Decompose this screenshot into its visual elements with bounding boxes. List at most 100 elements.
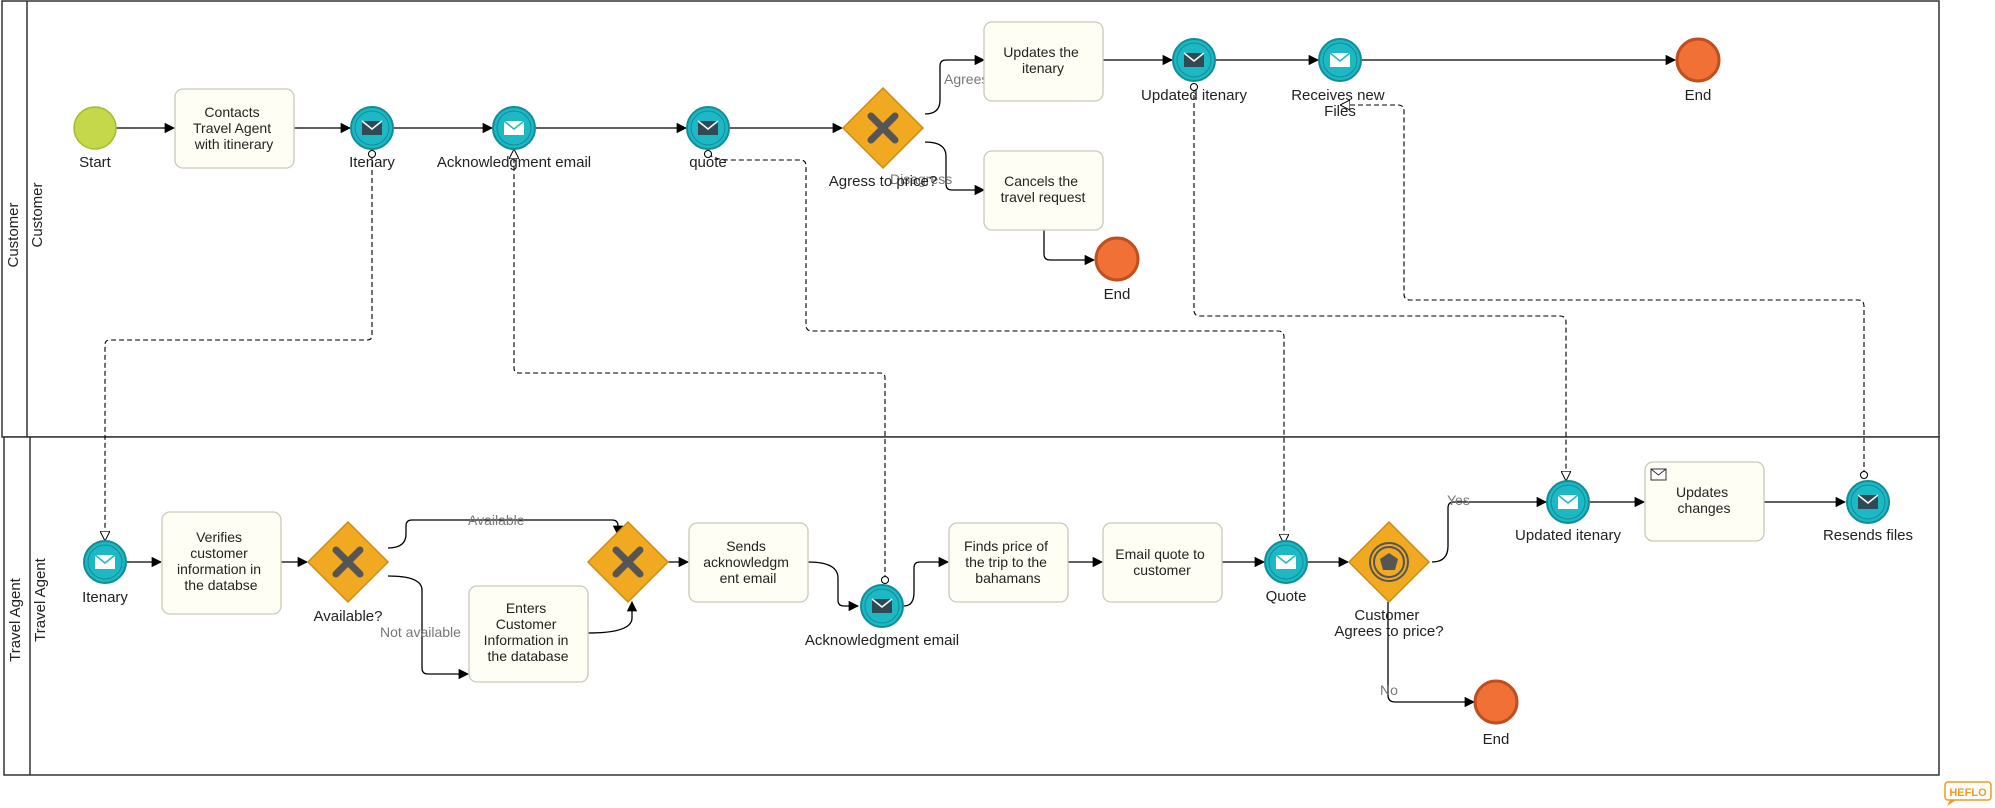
gateway-agrees-to-price-label: Agress to price? <box>829 173 937 190</box>
gateway-available[interactable]: Available? <box>306 520 390 625</box>
task-contacts-line-2: Travel Agent <box>193 120 271 136</box>
task-contacts-travel-agent[interactable]: Contacts Travel Agent with itinerary <box>174 88 295 169</box>
task-enters-customer-information[interactable]: Enters Customer Information in the datab… <box>468 585 589 683</box>
gateway-merge[interactable] <box>586 520 670 604</box>
task-finds-price-line-1: Finds price of <box>964 538 1048 554</box>
svg-text:Cancels the travel reque: Cancels the travel request <box>1001 173 1086 205</box>
task-email-quote-line-1: Email quote to <box>1115 546 1205 562</box>
task-enters-line-1: Enters <box>506 600 546 616</box>
message-flow-resends-files <box>1341 105 1864 475</box>
pool-travel-agent-name: Travel Agent <box>7 577 24 661</box>
envelope-icon <box>871 598 893 613</box>
flow-label-available: Available <box>468 512 525 528</box>
message-event-updated-itenary-agent[interactable]: Updated itenary <box>1515 480 1621 544</box>
message-event-quote[interactable]: quote <box>686 106 730 171</box>
flow-labels: Agrees Disagress Available Not available… <box>380 71 1470 698</box>
envelope-icon <box>361 120 383 135</box>
envelope-icon <box>1275 554 1297 569</box>
flow-label-no: No <box>1380 682 1398 698</box>
task-contacts-line-1: Contacts <box>204 104 259 120</box>
task-cancels-line-2: travel request <box>1001 189 1086 205</box>
task-sends-acknowledgment-email[interactable]: Sends acknowledgm ent email <box>688 522 809 603</box>
end-event-top[interactable]: End <box>1675 37 1721 104</box>
gateway-customer-agrees-line-2: Agrees to price? <box>1334 623 1443 640</box>
heflo-logo: HEFLO <box>1944 781 1992 806</box>
svg-text:Contacts Travel Agent: Contacts Travel Agent with itinerary <box>193 104 275 152</box>
message-flow-itenary <box>105 154 372 540</box>
message-event-updated-itenary-agent-label: Updated itenary <box>1515 527 1621 544</box>
receives-new-files-line-2: Files <box>1324 103 1356 120</box>
envelope-icon <box>1183 52 1205 67</box>
svg-text:Updates changes: Updates changes <box>1676 484 1732 516</box>
gateway-customer-agrees-line-1: Customer <box>1354 607 1419 624</box>
message-event-updated-itenary-customer-label: Updated itenary <box>1141 87 1247 104</box>
message-event-acknowledgment-agent[interactable]: Acknowledgment email <box>805 584 959 649</box>
sequence-flows <box>116 54 1847 708</box>
flow-label-agrees: Agrees <box>944 71 988 87</box>
task-finds-price-line-2: the trip to the <box>965 554 1047 570</box>
message-event-resends-files[interactable]: Resends files <box>1823 480 1913 544</box>
message-event-updated-itenary-customer[interactable]: Updated itenary <box>1141 38 1247 104</box>
start-event-label: Start <box>79 154 112 171</box>
start-event[interactable]: Start <box>73 106 117 171</box>
task-updates-line-1: Updates the <box>1003 44 1079 60</box>
message-event-receives-new-files[interactable]: Receives new Files <box>1291 38 1389 120</box>
x-icon <box>332 546 364 578</box>
task-verifies-line-2: customer <box>190 545 248 561</box>
flow-label-yes: Yes <box>1447 492 1470 508</box>
svg-text:Email quote to customer: Email quote to customer <box>1115 546 1208 578</box>
svg-text:Receives new Files: Receives new Files <box>1291 87 1389 120</box>
task-verifies-line-3: information in <box>177 561 261 577</box>
task-cancels-travel-request[interactable]: Cancels the travel request <box>983 150 1104 231</box>
message-event-itenary-agent-label: Itenary <box>82 589 128 606</box>
pool-customer[interactable]: Customer Customer <box>1 0 1940 438</box>
x-icon <box>612 546 644 578</box>
envelope-icon <box>94 554 116 569</box>
svg-text:Verifies customer: Verifies customer information in the dat… <box>177 529 265 593</box>
flow-label-disagrees: Disagress <box>890 171 952 187</box>
task-updates-changes-line-1: Updates <box>1676 484 1728 500</box>
task-enters-line-4: the database <box>488 648 569 664</box>
task-updates-line-2: itenary <box>1022 60 1064 76</box>
gateway-agrees-to-price[interactable]: Agress to price? <box>829 86 937 190</box>
task-verifies-line-4: the databse <box>184 577 257 593</box>
task-finds-price[interactable]: Finds price of the trip to the bahamans <box>948 522 1069 603</box>
message-event-itenary[interactable]: Itenary <box>349 106 395 171</box>
envelope-icon <box>1557 494 1579 509</box>
task-contacts-line-3: with itinerary <box>194 136 274 152</box>
message-event-quote-label: quote <box>689 154 727 171</box>
end-event-cancel[interactable]: End <box>1094 236 1140 303</box>
task-updates-the-itenary[interactable]: Updates the itenary <box>983 21 1104 102</box>
message-event-itenary-agent[interactable]: Itenary <box>82 540 128 606</box>
message-event-acknowledgment[interactable]: Acknowledgment email <box>437 106 591 171</box>
svg-text:Finds price of the trip: Finds price of the trip to the bahamans <box>964 538 1052 586</box>
task-sends-line-1: Sends <box>726 538 766 554</box>
task-sends-line-2: acknowledgm <box>703 554 789 570</box>
message-event-acknowledgment-agent-label: Acknowledgment email <box>805 632 959 649</box>
svg-text:Enters Customer In: Enters Customer Information in the datab… <box>484 600 573 664</box>
task-email-quote[interactable]: Email quote to customer <box>1102 522 1223 603</box>
svg-text:Sends acknowledgm: Sends acknowledgm ent email <box>703 538 793 586</box>
x-icon <box>867 112 899 144</box>
task-verifies-line-1: Verifies <box>196 529 242 545</box>
lane-customer-name: Customer <box>29 182 46 247</box>
task-finds-price-line-3: bahamans <box>975 570 1040 586</box>
message-event-quote-agent[interactable]: Quote <box>1264 540 1308 605</box>
task-updates-changes[interactable]: Updates changes <box>1644 461 1765 542</box>
message-flows <box>105 87 1864 580</box>
task-sends-line-3: ent email <box>720 570 777 586</box>
receives-new-files-line-1: Receives new <box>1291 87 1385 104</box>
event-based-gateway-icon <box>1369 542 1409 582</box>
task-verifies-customer-information[interactable]: Verifies customer information in the dat… <box>161 511 282 615</box>
envelope-icon <box>503 120 525 135</box>
gateway-available-label: Available? <box>314 608 383 625</box>
message-event-resends-files-label: Resends files <box>1823 527 1913 544</box>
svg-text:Updates the itenary: Updates the itenary <box>1003 44 1082 76</box>
end-event-cancel-label: End <box>1104 286 1131 303</box>
envelope-icon <box>1857 494 1879 509</box>
end-event-top-label: End <box>1685 87 1712 104</box>
task-updates-changes-line-2: changes <box>1678 500 1731 516</box>
gateway-customer-agrees[interactable]: Customer Agrees to price? <box>1334 520 1444 640</box>
end-event-agent[interactable]: End <box>1473 679 1519 748</box>
